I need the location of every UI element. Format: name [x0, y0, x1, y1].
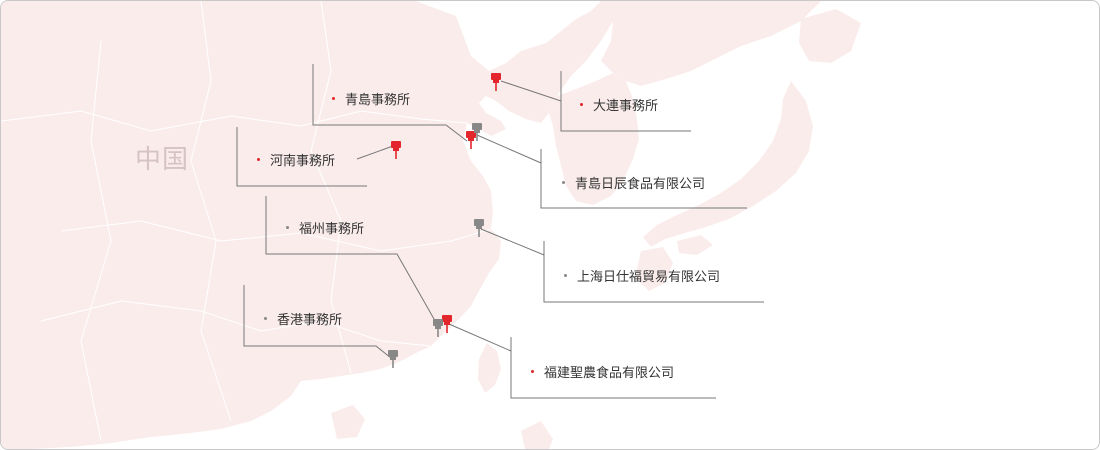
leader-henan-pin	[356, 145, 394, 160]
location-qingdao-office[interactable]: 青島事務所	[332, 89, 410, 108]
location-qingdao-nisshin[interactable]: 青島日辰食品有限公司	[562, 173, 705, 192]
pin-shanghai-icon[interactable]	[474, 219, 484, 237]
bullet-red-icon	[257, 158, 260, 161]
leader-henan-office	[236, 127, 367, 187]
bullet-gray-icon	[286, 226, 289, 229]
leader-hongkong-office	[243, 285, 392, 359]
japan-kyushu	[635, 247, 673, 291]
japan-shikoku	[677, 235, 713, 255]
location-label: 福建聖農食品有限公司	[544, 366, 675, 381]
pin-qingdao-office-icon[interactable]	[466, 131, 476, 149]
leader-fujian-seino	[448, 323, 716, 399]
leader-qingdao-nisshin	[476, 134, 747, 209]
bullet-gray-icon	[562, 181, 565, 184]
location-label: 福州事務所	[299, 222, 365, 237]
location-label: 河南事務所	[270, 154, 336, 169]
location-henan-office[interactable]: 河南事務所	[257, 150, 335, 169]
pin-hongkong-icon[interactable]	[388, 350, 398, 368]
leader-lines	[236, 64, 764, 399]
location-label: 青島日辰食品有限公司	[575, 177, 706, 192]
bullet-red-icon	[332, 97, 335, 100]
location-label: 青島事務所	[345, 93, 411, 108]
leader-qingdao-office	[312, 64, 468, 142]
pin-fuzhou-icon[interactable]	[433, 319, 443, 337]
philippines-landmass	[521, 421, 553, 449]
location-dalian-office[interactable]: 大連事務所	[580, 95, 658, 114]
location-hongkong-office[interactable]: 香港事務所	[264, 309, 342, 328]
far-east-landmass	[601, 1, 821, 86]
leader-fuzhou-office	[265, 196, 439, 327]
location-label: 上海日仕福貿易有限公司	[577, 270, 721, 285]
location-label: 大連事務所	[593, 99, 659, 114]
japan-honshu	[643, 81, 813, 247]
location-label: 香港事務所	[277, 313, 343, 328]
pin-henan-icon[interactable]	[391, 141, 401, 159]
taiwan-landmass	[478, 343, 501, 393]
japan-hokkaido	[799, 9, 861, 63]
bullet-red-icon	[580, 103, 583, 106]
leader-dalian-office	[500, 80, 691, 132]
korea-landmass	[549, 73, 639, 205]
hainan-landmass	[331, 405, 365, 439]
bullet-red-icon	[531, 370, 534, 373]
bullet-gray-icon	[564, 274, 567, 277]
location-fujian-seino[interactable]: 福建聖農食品有限公司	[531, 362, 674, 381]
bullet-gray-icon	[264, 317, 267, 320]
location-fuzhou-office[interactable]: 福州事務所	[286, 218, 364, 237]
pin-qingdao-nisshin-icon[interactable]	[472, 123, 482, 141]
leader-shanghai-nisshi	[480, 228, 764, 303]
country-label-china: 中国	[135, 145, 190, 175]
location-shanghai-nisshi[interactable]: 上海日仕福貿易有限公司	[564, 266, 720, 285]
china-landmass	[1, 1, 621, 449]
pin-fujian-seino-icon[interactable]	[442, 315, 452, 333]
pin-dalian-icon[interactable]	[491, 73, 501, 91]
